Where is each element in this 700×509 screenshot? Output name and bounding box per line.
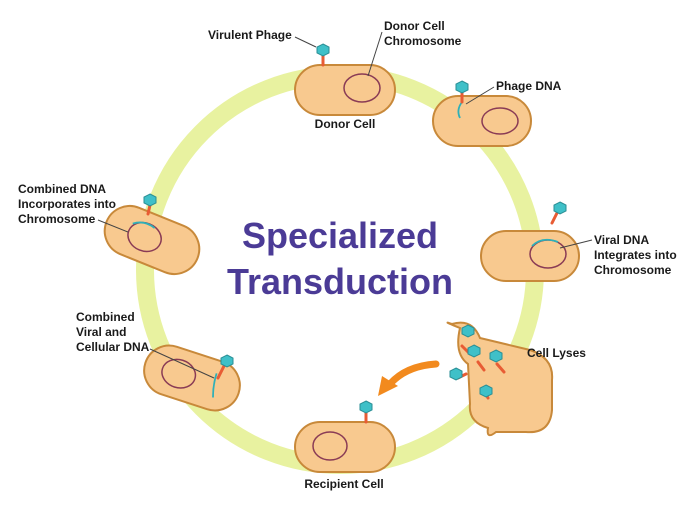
label-virulent-phage: Virulent Phage xyxy=(208,28,292,42)
label-donor-cell: Donor Cell xyxy=(315,117,376,131)
recipient-cell xyxy=(294,421,396,473)
label-combined-viral-1: Combined xyxy=(76,310,135,324)
label-combined-viral-3: Cellular DNA xyxy=(76,340,150,354)
label-combined-dna-1: Combined DNA xyxy=(18,182,106,196)
label-combined-dna-2: Incorporates into xyxy=(18,197,116,211)
released-phages xyxy=(449,324,506,400)
injecting-phage-icon xyxy=(455,80,469,104)
label-viral-dna-2: Integrates into xyxy=(594,248,677,262)
label-donor-cell-chromosome-1: Donor Cell xyxy=(384,19,445,33)
label-combined-viral-2: Viral and xyxy=(76,325,126,339)
label-recipient-cell: Recipient Cell xyxy=(304,477,383,491)
detached-phage-icon xyxy=(143,193,157,216)
transfer-arrow-icon xyxy=(378,360,440,396)
label-viral-dna-1: Viral DNA xyxy=(594,233,649,247)
label-donor-cell-chromosome-2: Chromosome xyxy=(384,34,462,48)
title-line-2: Transduction xyxy=(227,261,453,302)
label-viral-dna-3: Chromosome xyxy=(594,263,672,277)
incorporation-cell xyxy=(103,205,201,275)
label-phage-dna: Phage DNA xyxy=(496,79,562,93)
title-line-1: Specialized xyxy=(242,215,438,256)
phage-dna-cell xyxy=(432,95,532,147)
label-cell-lyses: Cell Lyses xyxy=(527,346,586,360)
attached-phage-icon xyxy=(359,400,373,424)
label-combined-dna-3: Chromosome xyxy=(18,212,96,226)
virulent-phage-icon xyxy=(316,43,330,67)
docked-phage-icon xyxy=(216,354,234,380)
integration-cell xyxy=(480,230,580,282)
free-phage-icon xyxy=(550,201,567,225)
donor-cell xyxy=(294,64,396,116)
combined-viral-cell xyxy=(143,344,241,412)
